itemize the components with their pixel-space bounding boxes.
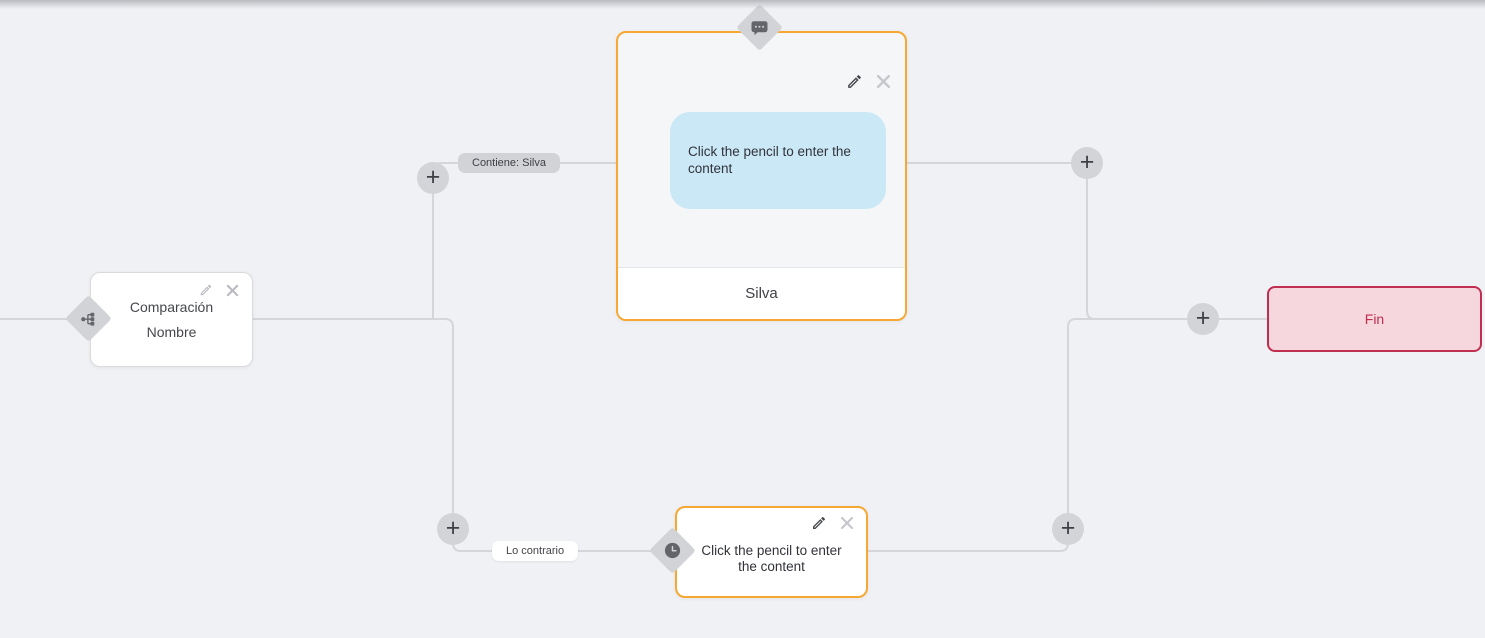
edge-label-otherwise: Lo contrario — [492, 541, 579, 561]
plus-icon: + — [425, 162, 441, 191]
message-bubble: Click the pencil to enter the content — [670, 112, 886, 209]
end-node[interactable]: Fin — [1267, 286, 1482, 352]
message-body: Click the pencil to enter the content — [618, 33, 905, 267]
add-node-button-bottom-left[interactable]: + — [437, 513, 469, 545]
add-node-button-top-right[interactable]: + — [1071, 147, 1103, 179]
edge-delay-to-end — [868, 318, 1267, 552]
plus-icon: + — [1060, 513, 1076, 542]
branch-icon — [81, 311, 97, 327]
plus-icon: + — [1195, 303, 1211, 332]
chat-icon — [751, 20, 769, 36]
close-icon[interactable] — [840, 516, 854, 530]
edge-label-contains-text: Contiene: Silva — [472, 157, 546, 169]
add-node-button-bottom-right[interactable]: + — [1052, 513, 1084, 545]
condition-node[interactable]: Comparación Nombre — [90, 272, 253, 367]
delay-node[interactable]: Click the pencil to enter the content — [675, 506, 868, 598]
message-footer: Silva — [618, 267, 905, 319]
plus-icon: + — [445, 513, 461, 542]
message-placeholder-text: Click the pencil to enter the content — [688, 144, 851, 176]
edge-condition-to-delay — [253, 318, 652, 552]
edit-pencil-icon[interactable] — [846, 73, 863, 90]
edit-pencil-icon[interactable] — [199, 283, 213, 297]
condition-title-line1: Comparación — [129, 299, 214, 315]
edge-label-contains: Contiene: Silva — [458, 153, 560, 173]
message-port-handle — [736, 4, 783, 51]
condition-title-line2: Nombre — [146, 324, 197, 340]
delay-port-handle — [649, 527, 696, 574]
edit-pencil-icon[interactable] — [811, 515, 827, 531]
edge-label-otherwise-text: Lo contrario — [506, 545, 565, 557]
add-node-button-before-end[interactable]: + — [1187, 303, 1219, 335]
message-node[interactable]: Click the pencil to enter the content Si… — [616, 31, 907, 321]
add-node-button-top-left[interactable]: + — [417, 162, 449, 194]
message-footer-label: Silva — [745, 285, 778, 302]
plus-icon: + — [1079, 147, 1095, 176]
end-node-label: Fin — [1364, 311, 1385, 327]
close-icon[interactable] — [876, 74, 891, 89]
clock-icon — [664, 542, 681, 559]
edge-message-to-end — [907, 162, 1267, 320]
condition-port-handle — [65, 295, 112, 342]
close-icon[interactable] — [226, 284, 239, 297]
delay-placeholder-text: Click the pencil to enter the content — [701, 542, 842, 574]
